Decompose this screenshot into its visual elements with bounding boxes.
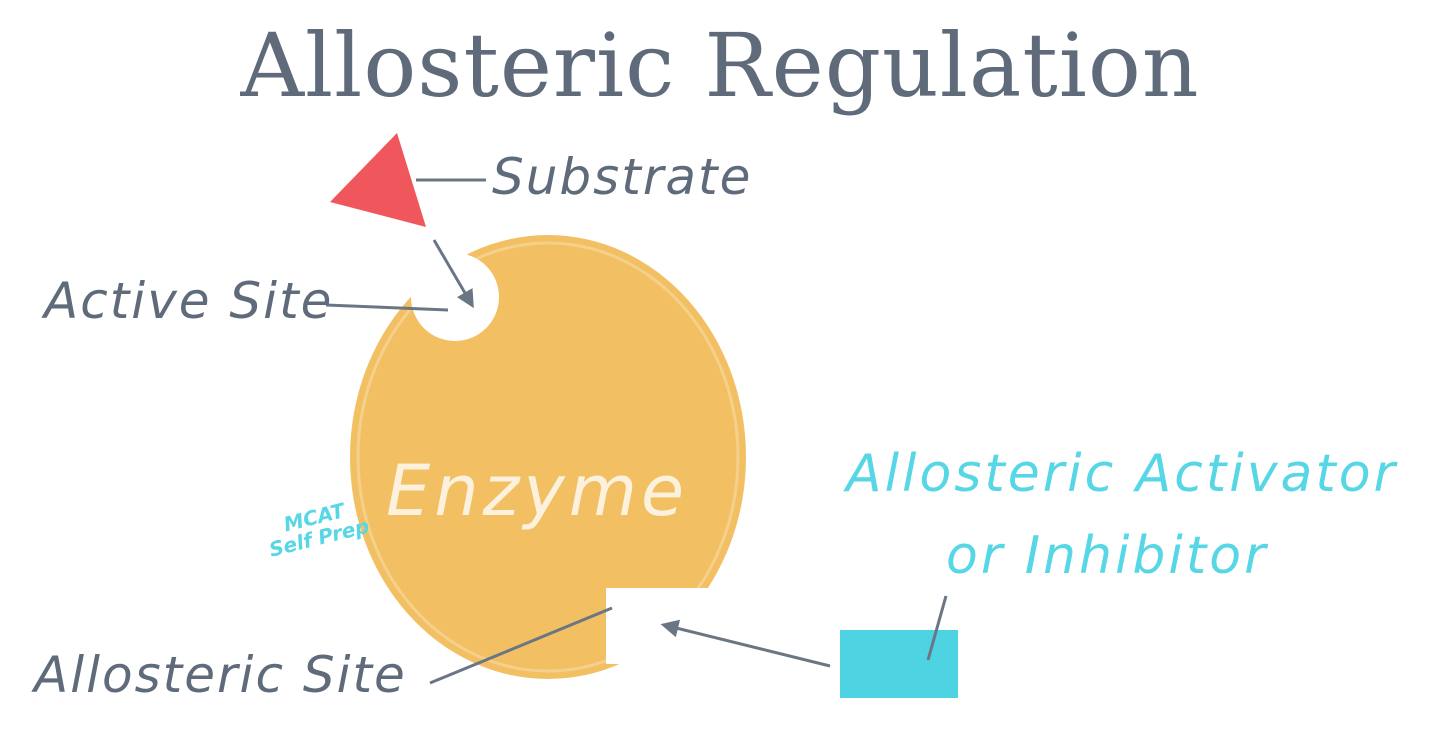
allosteric-effector-label-line2: or Inhibitor — [946, 526, 1269, 586]
enzyme-rim — [356, 241, 740, 673]
active-site-label: Active Site — [44, 272, 334, 330]
allosteric-site-leader-line — [429, 606, 613, 685]
allosteric-effector-label-line1: Allosteric Activator — [846, 444, 1398, 504]
enzyme-label: Enzyme — [386, 450, 689, 532]
substrate-binding-arrow — [432, 239, 474, 309]
active-site-notch — [411, 253, 499, 341]
allosteric-effector-shape — [840, 630, 958, 698]
diagram-title: Allosteric Regulation — [240, 14, 1200, 117]
substrate-label: Substrate — [492, 148, 753, 206]
active-site-leader-line — [325, 303, 449, 312]
allosteric-site-label: Allosteric Site — [34, 646, 407, 704]
substrate-shape — [330, 133, 426, 227]
effector-leader-line — [926, 595, 948, 661]
allosteric-site-notch — [606, 588, 716, 664]
enzyme-shape — [350, 235, 746, 679]
effector-binding-arrow — [660, 619, 831, 668]
